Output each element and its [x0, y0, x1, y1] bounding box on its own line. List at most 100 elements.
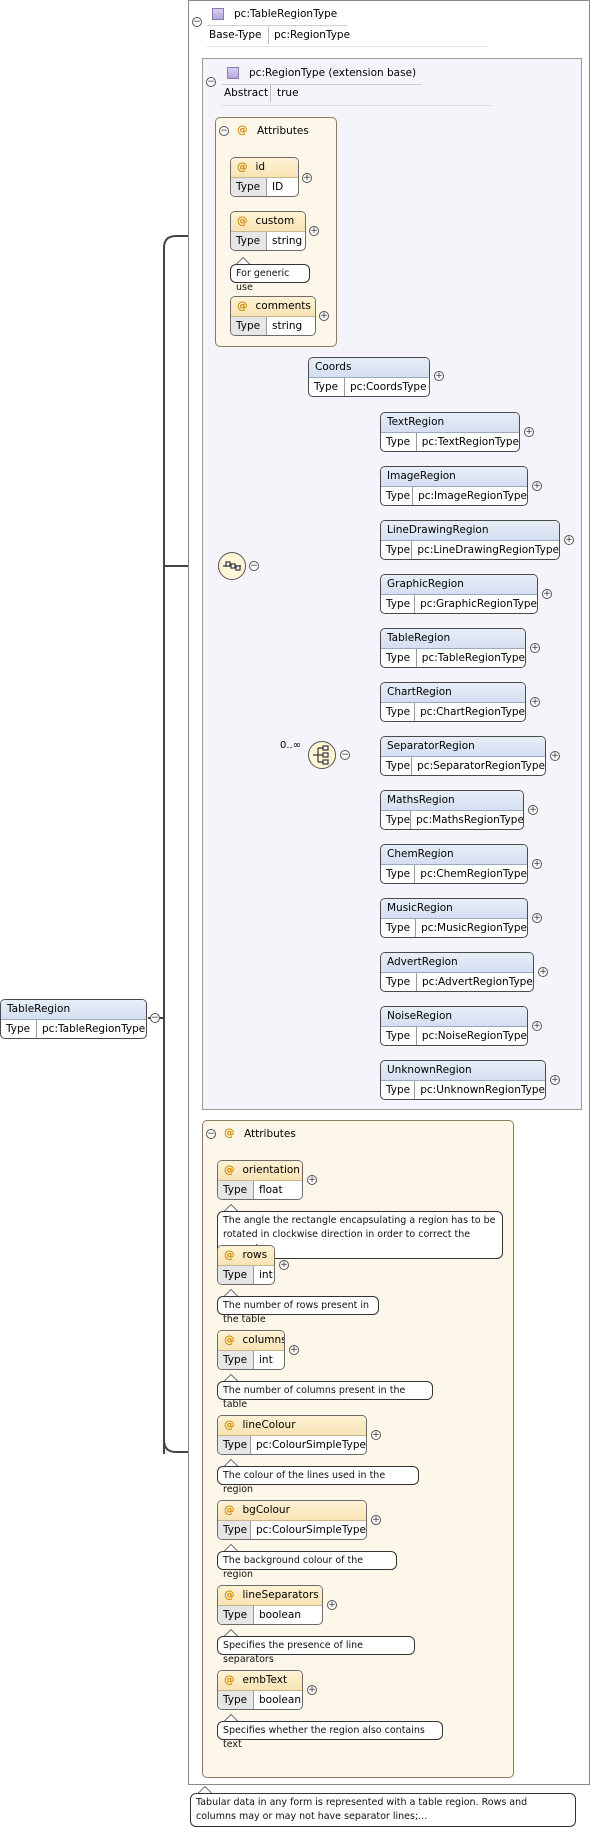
doc-pointer: [224, 1629, 238, 1636]
collapse-region-type-icon[interactable]: −: [206, 77, 216, 87]
base-type-label: Base-Type: [209, 29, 262, 41]
expand-comments-icon[interactable]: +: [319, 311, 329, 321]
at-icon: @: [224, 1419, 235, 1431]
at-icon: @: [224, 1674, 235, 1686]
doc-pointer: [224, 1204, 238, 1211]
region-type-icon: [227, 67, 239, 79]
doc-pointer: [224, 1459, 238, 1466]
expand-graphicregion-icon[interactable]: +: [542, 589, 552, 599]
abstract-label: Abstract: [224, 87, 269, 99]
base-type-value: pc:RegionType: [274, 29, 351, 41]
base-attributes-title: Attributes: [257, 125, 309, 137]
expand-textregion-icon[interactable]: +: [524, 427, 534, 437]
embtext-documentation: Specifies whether the region also contai…: [217, 1721, 443, 1750]
expand-custom-icon[interactable]: +: [309, 226, 319, 236]
region-type-underline: [222, 84, 422, 85]
collapse-root-icon[interactable]: −: [150, 1013, 160, 1023]
region-type-name: pc:RegionType (extension base): [249, 67, 417, 79]
linecolour-documentation: The colour of the lines used in the regi…: [217, 1466, 419, 1495]
expand-noiseregion-icon[interactable]: +: [532, 1021, 542, 1031]
doc-pointer: [224, 1289, 238, 1296]
rows-documentation: The number of rows present in the table: [217, 1296, 379, 1325]
collapse-complex-type-icon[interactable]: −: [192, 17, 202, 27]
collapse-sequence-icon[interactable]: −: [249, 561, 259, 571]
expand-chartregion-icon[interactable]: +: [530, 697, 540, 707]
doc-pointer: [236, 257, 250, 264]
at-icon: @: [224, 1249, 235, 1261]
expand-unknownregion-icon[interactable]: +: [550, 1075, 560, 1085]
bgcolour-documentation: The background colour of the region: [217, 1551, 397, 1580]
expand-advertregion-icon[interactable]: +: [538, 967, 548, 977]
abstract-underline: [222, 105, 492, 106]
at-icon: @: [237, 300, 248, 312]
root-doc-pointer: [198, 1786, 212, 1793]
doc-pointer: [224, 1374, 238, 1381]
expand-imageregion-icon[interactable]: +: [532, 481, 542, 491]
sequence-glyph: [223, 561, 241, 571]
columns-documentation: The number of columns present in the tab…: [217, 1381, 433, 1410]
lineseparators-documentation: Specifies the presence of line separator…: [217, 1636, 415, 1665]
at-icon: @: [224, 1504, 235, 1516]
expand-linecolour-icon[interactable]: +: [371, 1430, 381, 1440]
expand-separatorregion-icon[interactable]: +: [550, 751, 560, 761]
sequence-compositor-icon[interactable]: [218, 552, 246, 580]
expand-columns-icon[interactable]: +: [289, 1345, 299, 1355]
choice-glyph: [313, 745, 329, 765]
attributes-at-icon: @: [237, 124, 248, 136]
at-icon: @: [224, 1589, 235, 1601]
expand-linedrawingregion-icon[interactable]: +: [564, 535, 574, 545]
expand-musicregion-icon[interactable]: +: [532, 913, 542, 923]
complex-type-icon: [212, 8, 224, 20]
complex-type-name: pc:TableRegionType: [234, 8, 338, 20]
choice-compositor-icon[interactable]: [308, 741, 336, 769]
expand-lineseparators-icon[interactable]: +: [327, 1600, 337, 1610]
expand-chemregion-icon[interactable]: +: [532, 859, 542, 869]
expand-coords-icon[interactable]: +: [434, 371, 444, 381]
collapse-choice-icon[interactable]: −: [340, 750, 350, 760]
collapse-table-attributes-icon[interactable]: −: [206, 1129, 216, 1139]
expand-tableregion-icon[interactable]: +: [530, 643, 540, 653]
expand-embtext-icon[interactable]: +: [307, 1685, 317, 1695]
base-type-separator: [268, 27, 269, 44]
at-icon: @: [237, 215, 248, 227]
collapse-base-attributes-icon[interactable]: −: [219, 126, 229, 136]
expand-bgcolour-icon[interactable]: +: [371, 1515, 381, 1525]
abstract-value: true: [277, 87, 299, 99]
expand-id-icon[interactable]: +: [302, 173, 312, 183]
table-attributes-title: Attributes: [244, 1128, 296, 1140]
at-icon: @: [224, 1334, 235, 1346]
expand-mathsregion-icon[interactable]: +: [528, 805, 538, 815]
table-attributes-at-icon: @: [224, 1127, 235, 1139]
doc-pointer: [224, 1544, 238, 1551]
doc-pointer: [224, 1714, 238, 1721]
expand-orientation-icon[interactable]: +: [307, 1175, 317, 1185]
complex-type-underline: [207, 25, 347, 26]
expand-rows-icon[interactable]: +: [279, 1260, 289, 1270]
root-documentation: Tabular data in any form is represented …: [190, 1793, 576, 1827]
